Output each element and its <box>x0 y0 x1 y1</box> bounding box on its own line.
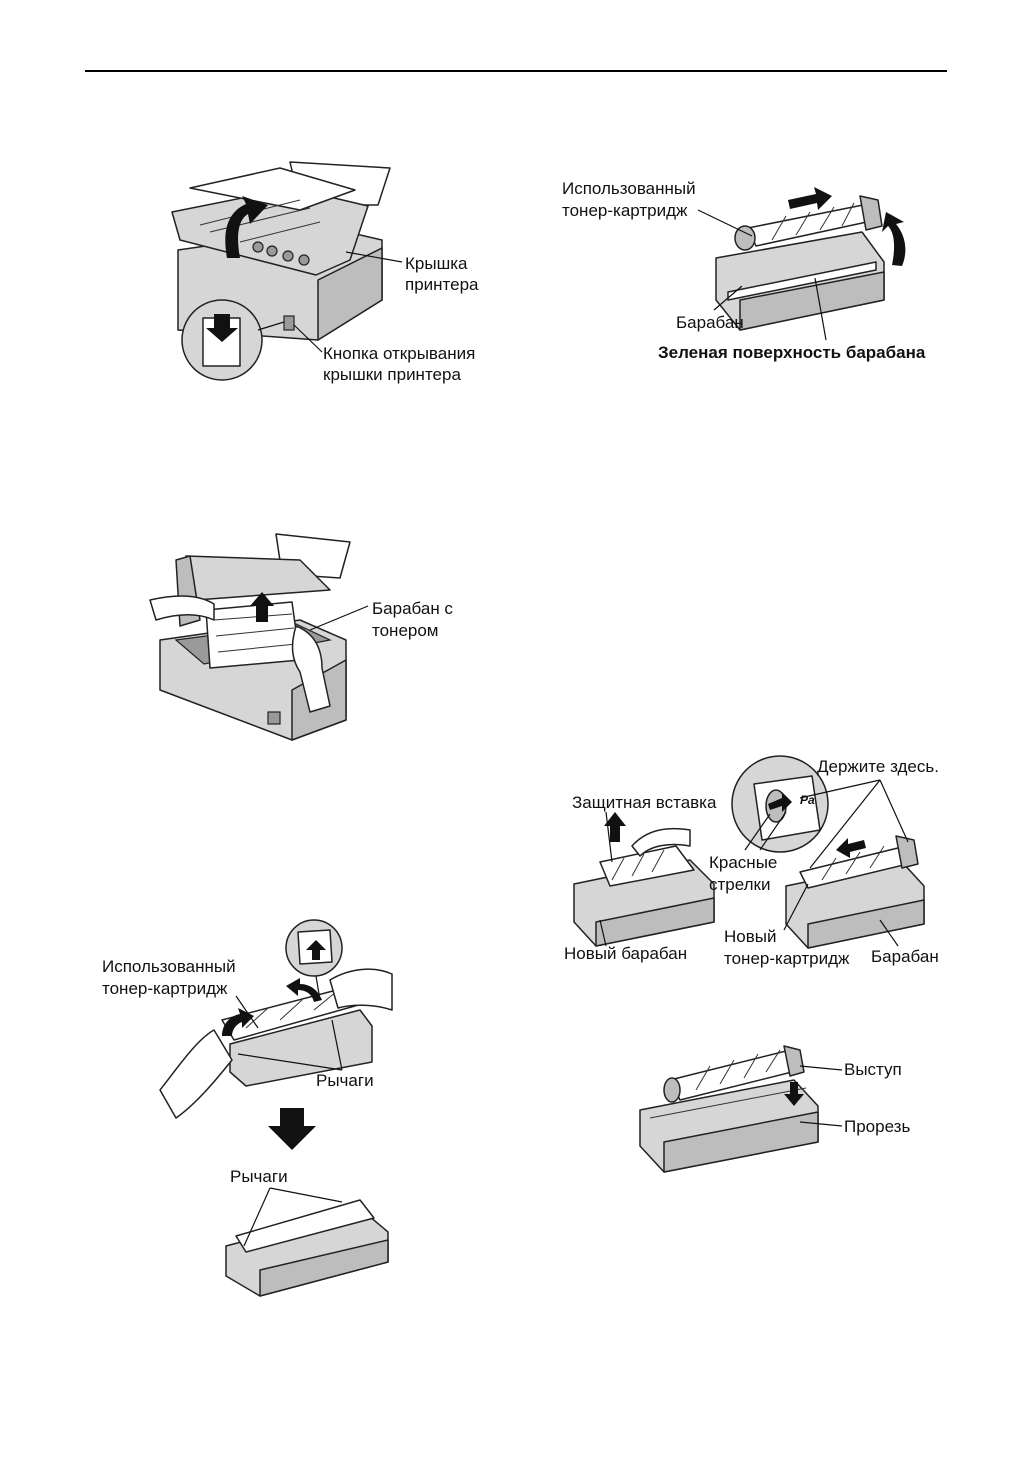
label-levers-bottom: Рычаги <box>230 1167 288 1186</box>
label-tab: Выступ <box>844 1060 902 1079</box>
label-slot: Прорезь <box>844 1117 911 1136</box>
label-new-drum: Новый барабан <box>564 944 688 963</box>
label-used-cartridge-levers: Использованный тонер-картридж <box>102 957 236 998</box>
label-green-drum-surface: Зеленая поверхность барабана <box>658 343 926 362</box>
svg-text:Pa: Pa <box>800 793 815 807</box>
label-drum-with-toner: Барабан с тонером <box>372 599 453 640</box>
label-used-cartridge: Использованный тонер-картридж <box>562 179 696 220</box>
label-drum: Барабан <box>676 313 744 332</box>
label-new-cartridge: Новый тонер-картридж <box>724 927 850 968</box>
label-red-arrows: Красные стрелки <box>709 853 778 894</box>
label-drum-right: Барабан <box>871 947 939 966</box>
label-cover-release-button: Кнопка открывания крышки принтера <box>323 344 476 384</box>
label-protective-insert: Защитная вставка <box>572 793 717 812</box>
header-rule <box>85 70 947 72</box>
label-hold-here: Держите здесь. <box>817 757 939 776</box>
label-levers: Рычаги <box>316 1071 374 1090</box>
label-printer-cover: Крышка принтера <box>405 254 479 294</box>
